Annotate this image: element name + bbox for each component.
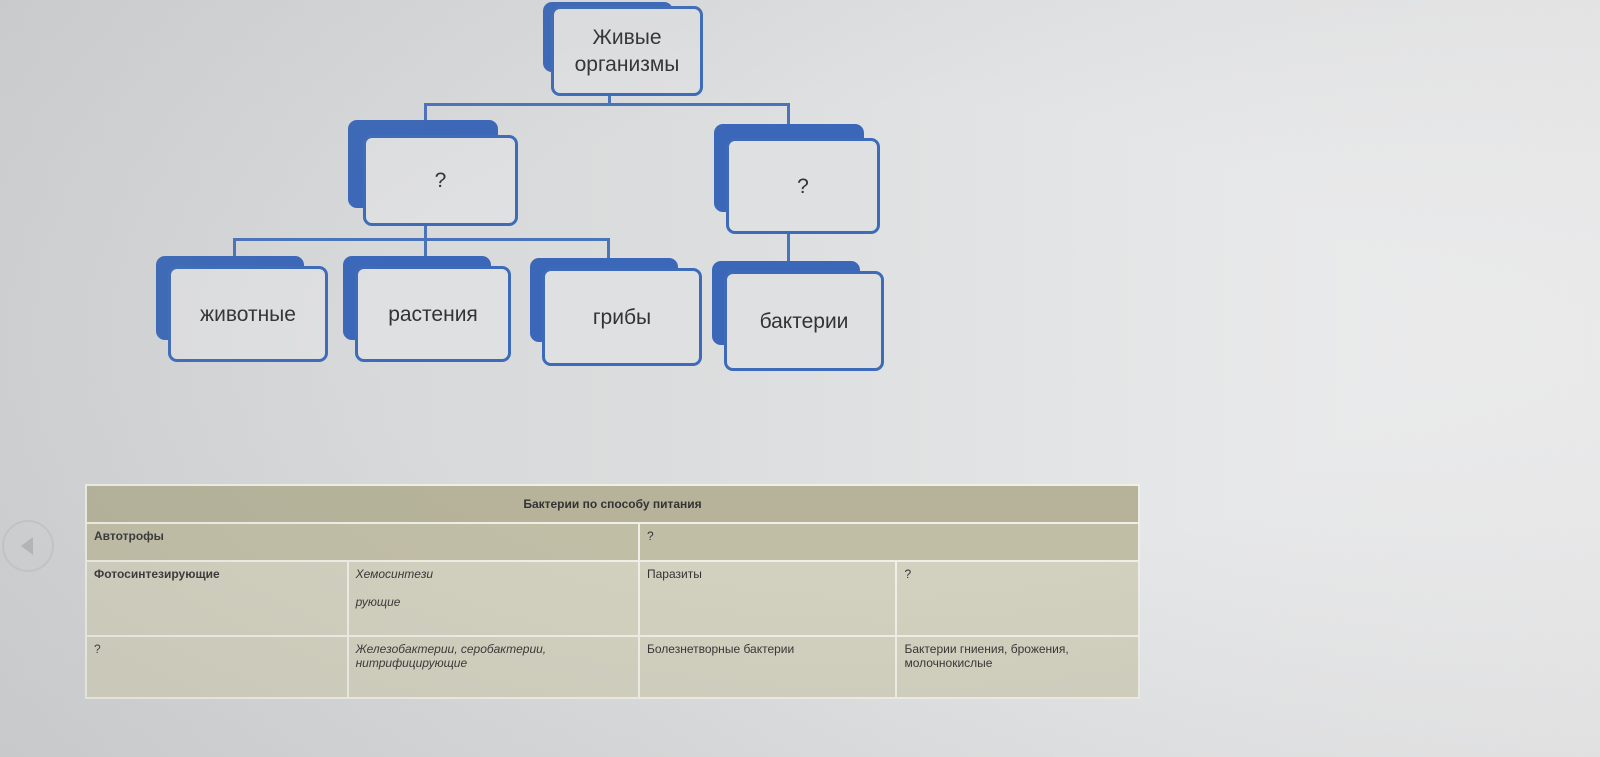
leaf-bacteria-label: бактерии xyxy=(759,309,849,333)
example-chemosynthetic: Железобактерии, серобактерии, нитрифицир… xyxy=(346,635,641,699)
connector-left-horizontal xyxy=(233,238,610,241)
type-parasites: Паразиты xyxy=(637,560,898,637)
type-unknown: ? xyxy=(895,560,1140,637)
example-parasites: Болезнетворные бактерии xyxy=(637,635,898,699)
table-type-row: Фотосинтезирующие Хемосинтези рующие Пар… xyxy=(85,560,1140,637)
table-group-row: Автотрофы ? xyxy=(85,522,1140,562)
connector-root-horizontal xyxy=(424,103,790,106)
leaf-animals-label: животные xyxy=(200,302,296,326)
example-saprotrophs: Бактерии гниения, брожения, молочнокислы… xyxy=(895,635,1140,699)
connector-left-down xyxy=(424,226,427,246)
group-autotrophs: Автотрофы xyxy=(85,522,640,562)
connector-left-up xyxy=(424,103,427,123)
connector-right-up xyxy=(787,103,790,127)
previous-arrow-button[interactable] xyxy=(2,520,54,572)
table-title: Бактерии по способу питания xyxy=(85,484,1140,524)
type-photosynthetic: Фотосинтезирующие xyxy=(85,560,349,637)
leaf-plants-label: растения xyxy=(388,302,478,326)
bacteria-nutrition-table: Бактерии по способу питания Автотрофы ? … xyxy=(85,484,1140,699)
type-chemosynthetic: Хемосинтези рующие xyxy=(346,560,641,637)
kingdom-left-label: ? xyxy=(434,169,447,192)
kingdom-right-label: ? xyxy=(797,174,809,198)
leaf-fungi-label: грибы xyxy=(592,305,652,329)
connector-leaf1-up xyxy=(233,238,236,258)
connector-root-down xyxy=(608,94,611,106)
root-label: Живые организмы xyxy=(574,26,680,76)
chevron-left-icon xyxy=(20,537,33,555)
group-unknown: ? xyxy=(638,522,1140,562)
table-header-row: Бактерии по способу питания xyxy=(85,484,1140,524)
connector-leaf2-up xyxy=(424,238,427,258)
example-unknown: ? xyxy=(85,635,349,699)
connector-right-down xyxy=(787,233,790,263)
connector-leaf3-up xyxy=(607,238,610,258)
table-example-row: ? Железобактерии, серобактерии, нитрифиц… xyxy=(85,635,1140,699)
